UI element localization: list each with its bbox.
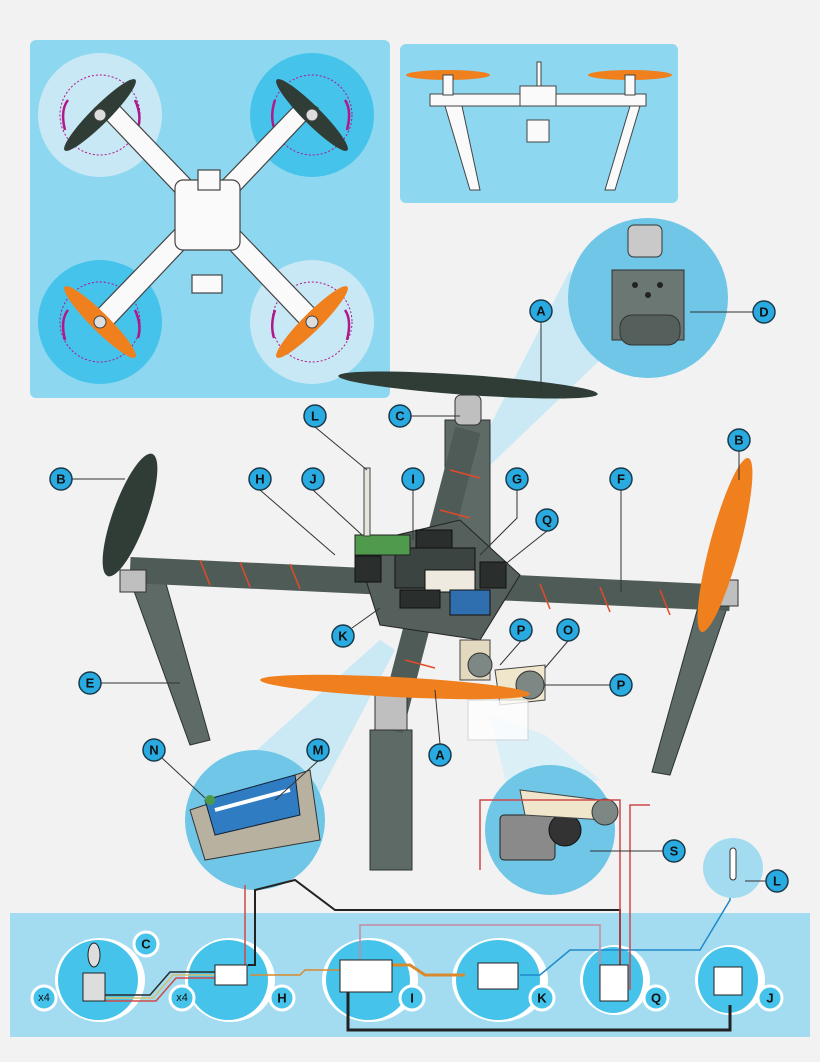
receiver-icon xyxy=(477,962,519,990)
propeller-dark-icon xyxy=(102,453,158,577)
callout-label: L xyxy=(311,409,319,424)
svg-text:x4: x4 xyxy=(38,992,50,1004)
svg-text:H: H xyxy=(277,991,286,1006)
callout-label: M xyxy=(313,743,324,758)
motor-icon xyxy=(82,942,106,1002)
callout-label: B xyxy=(56,472,65,487)
drone-body xyxy=(102,371,753,871)
schematic-label-q: Q xyxy=(642,984,670,1012)
callout-b-right: B xyxy=(727,428,751,452)
schematic-label-h: H xyxy=(268,984,296,1012)
callout-e: E xyxy=(78,671,102,695)
callout-label: O xyxy=(563,623,573,638)
callout-l: L xyxy=(303,404,327,428)
schematic-multiplier-c: x4 xyxy=(30,984,58,1012)
callout-label: A xyxy=(435,748,445,763)
callout-label: B xyxy=(734,433,743,448)
front-view-panel xyxy=(400,44,678,203)
callout-c: C xyxy=(388,404,412,428)
schematic-label-k: K xyxy=(528,984,556,1012)
callout-label: S xyxy=(670,844,679,859)
callout-i: I xyxy=(401,467,425,491)
callout-d: D xyxy=(752,300,776,324)
motor-mount-detail xyxy=(568,218,728,378)
callout-label: J xyxy=(309,472,316,487)
callout-p-left: P xyxy=(509,618,533,642)
svg-text:Q: Q xyxy=(651,991,661,1006)
camera-gimbal-detail xyxy=(485,765,619,895)
callout-label: C xyxy=(395,409,405,424)
callout-label: D xyxy=(759,305,768,320)
propeller-dark-icon xyxy=(338,371,598,399)
battery-detail xyxy=(185,750,325,890)
callout-l-antenna: L xyxy=(765,869,789,893)
flight-controller-icon xyxy=(339,959,393,993)
callout-label: G xyxy=(512,472,522,487)
schematic-label-j: J xyxy=(756,984,784,1012)
svg-text:x4: x4 xyxy=(176,992,188,1004)
callout-m: M xyxy=(306,738,330,762)
callout-o: O xyxy=(556,618,580,642)
top-view-panel xyxy=(30,40,390,398)
callout-label: A xyxy=(536,304,546,319)
callout-label: F xyxy=(617,472,625,487)
callout-label: L xyxy=(773,874,781,889)
callout-n: N xyxy=(142,738,166,762)
callout-a-bottom: A xyxy=(428,743,452,767)
svg-text:I: I xyxy=(410,991,414,1006)
svg-text:J: J xyxy=(766,991,773,1006)
callout-label: Q xyxy=(542,513,552,528)
callout-h: H xyxy=(248,467,272,491)
propeller-orange-icon xyxy=(697,457,753,633)
rotation-arrow-icon xyxy=(61,99,351,341)
callout-b-left: B xyxy=(49,467,73,491)
callout-label: K xyxy=(338,629,348,644)
callout-s: S xyxy=(662,839,686,863)
svg-text:K: K xyxy=(537,991,547,1006)
gps-board xyxy=(354,534,411,556)
svg-text:C: C xyxy=(141,937,151,952)
schematic-label-c: C xyxy=(132,930,160,958)
callout-label: N xyxy=(149,743,158,758)
callout-label: H xyxy=(255,472,264,487)
leader-lines xyxy=(72,311,766,882)
callout-k: K xyxy=(331,624,355,648)
callout-label: I xyxy=(411,472,415,487)
callout-p-right: P xyxy=(609,673,633,697)
schematic-label-i: I xyxy=(398,984,426,1012)
callout-q: Q xyxy=(535,508,559,532)
schematic-multiplier-h: x4 xyxy=(168,984,196,1012)
gimbal-controller-icon xyxy=(599,964,629,1002)
callout-j: J xyxy=(301,467,325,491)
callout-label: P xyxy=(617,678,626,693)
esc-icon xyxy=(214,964,248,986)
callout-label: P xyxy=(517,623,526,638)
callout-label: E xyxy=(86,676,95,691)
callout-a-top: A xyxy=(529,299,553,323)
gps-module-icon xyxy=(713,966,743,996)
callout-g: G xyxy=(505,467,529,491)
propeller-orange-icon xyxy=(260,674,530,700)
callout-f: F xyxy=(609,467,633,491)
antenna xyxy=(363,467,371,537)
